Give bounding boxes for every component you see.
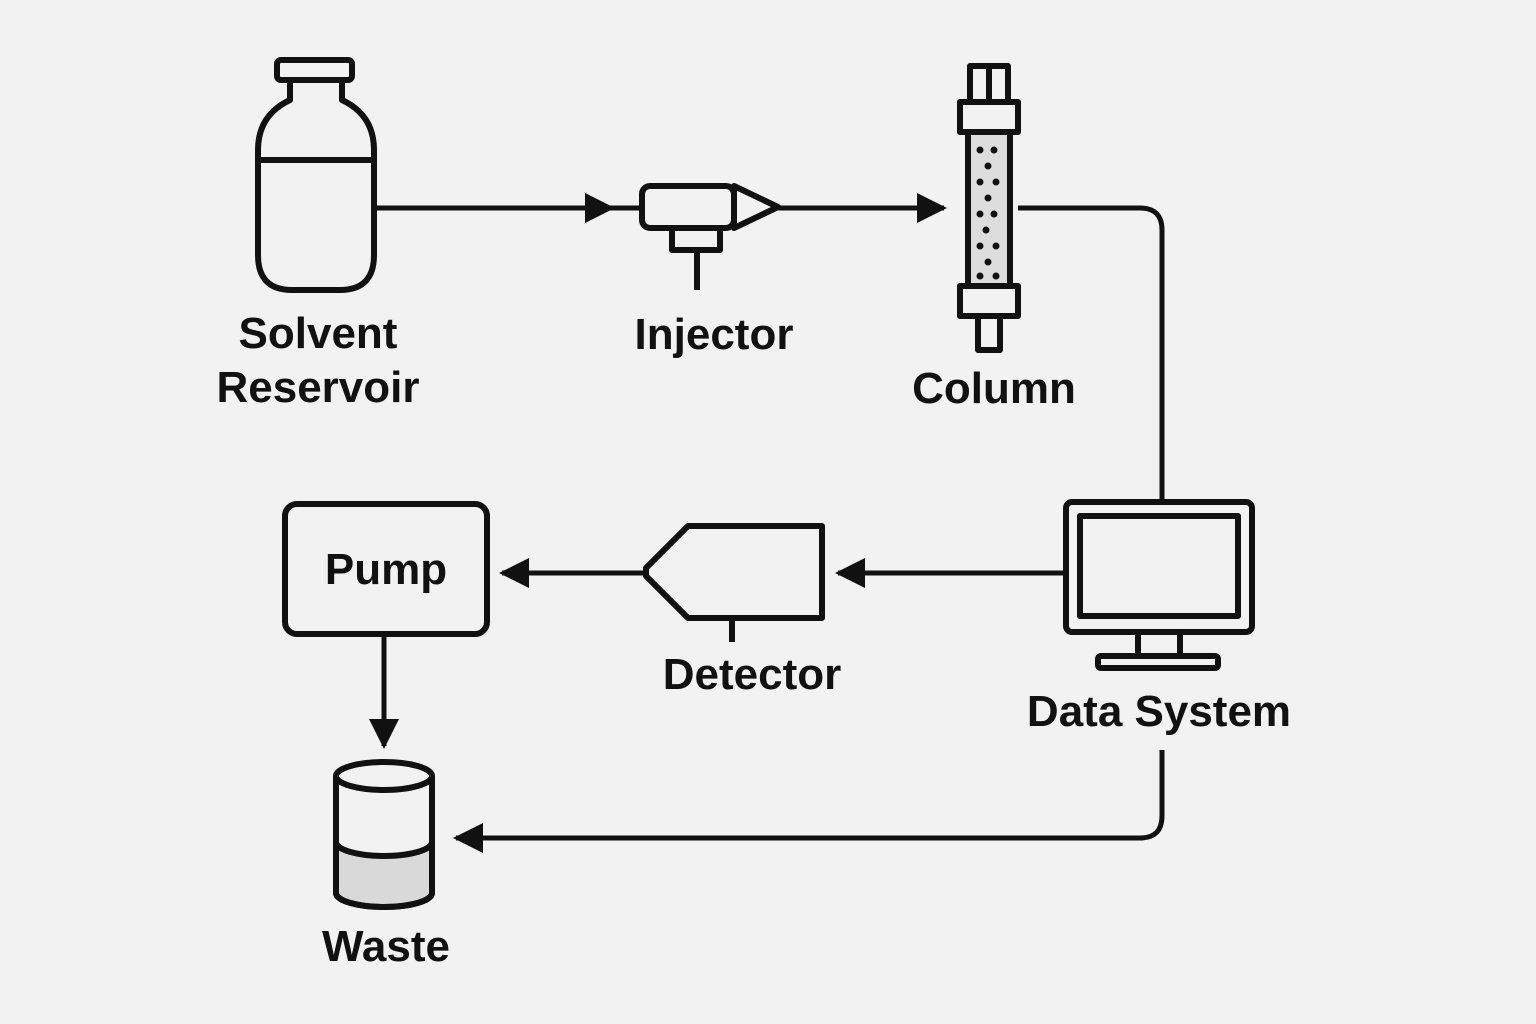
- connections: [369, 193, 1165, 853]
- detector-icon: [643, 523, 825, 642]
- connection-datasystem-waste: [453, 750, 1165, 853]
- bottle-icon: [255, 57, 377, 293]
- waste-container-icon: [333, 759, 435, 910]
- detector-label: Detector: [662, 650, 842, 699]
- waste-label: Waste: [322, 922, 450, 971]
- injector-icon: [639, 183, 781, 290]
- data-system-label: Data System: [1026, 687, 1292, 736]
- connection-column-datasystem: [1018, 205, 1165, 502]
- column-icon: [957, 63, 1021, 353]
- solvent-reservoir-label-line1: Solvent: [238, 309, 398, 358]
- monitor-icon: [1063, 499, 1255, 671]
- pump-label: Pump: [324, 545, 448, 594]
- injector-label: Injector: [634, 310, 794, 359]
- column-packing-dots: [976, 146, 1000, 280]
- column-label: Column: [912, 364, 1076, 413]
- solvent-reservoir-label: Solvent Reservoir: [168, 307, 468, 415]
- solvent-reservoir-label-line2: Reservoir: [216, 363, 420, 412]
